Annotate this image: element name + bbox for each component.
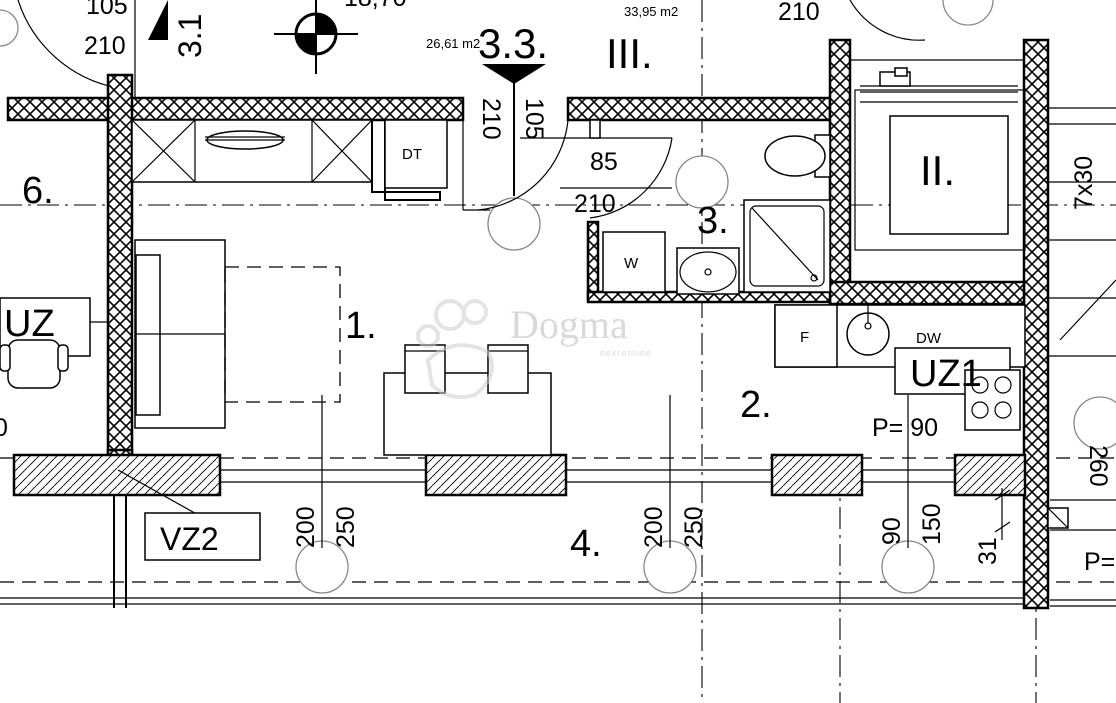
area-top-partial: 18,70 [344,0,407,12]
dim-250-b: 250 [680,506,708,548]
dim-200-a: 200 [292,506,320,548]
area-labels: 26,61 m2 33,95 m2 18,70 [344,0,678,51]
bathroom-fixtures [602,134,831,295]
label-p-partial: P= [1084,548,1115,576]
section-label-31: 3.1 [172,14,208,58]
room-label-4: 4. [570,523,602,565]
dim-200-b: 200 [640,506,668,548]
windows [12,453,1027,497]
dim-0-partial: 0 [0,414,8,442]
area-2661: 26,61 m2 [426,36,480,51]
room-label-1: 1. [345,305,377,347]
watermark-brand: Dogma [510,302,628,347]
label-f: F [800,329,809,346]
dt-closet [371,98,490,211]
dim-250-a: 250 [332,506,360,548]
room-label-ii: II. [920,147,955,194]
label-dt: DT [402,146,422,163]
label-vz2: VZ2 [160,521,219,557]
kitchen-counter [131,119,373,183]
dim-260: 260 [1084,445,1112,487]
label-p90: P= 90 [872,414,938,442]
axis-circles [0,0,1116,594]
area-3395: 33,95 m2 [624,4,678,19]
dim-85: 85 [590,148,618,176]
section-label-33: 3.3. [478,20,548,67]
dim-105-top-left: 105 [86,0,128,20]
label-w: W [624,255,639,272]
room-ii-furniture [850,59,1026,251]
living-furniture [134,239,909,548]
room-label-6: 6. [22,170,54,212]
dim-210-vertical: 210 [477,98,505,140]
room-label-3: 3. [697,200,729,242]
label-dw: DW [916,330,942,347]
watermark: Dogma nekretnine [416,299,652,399]
dim-7x30: 7x30 [1070,156,1098,210]
annotation-labels: VZ2 UZ UZ1 P= 90 P= DT DW W F [4,146,1115,576]
dim-31 [994,488,1011,540]
stairs [1047,107,1116,531]
room-label-iii: III. [606,30,653,77]
dimension-labels: 105 210 210 210 105 85 210 7x30 260 200 … [0,0,1112,565]
door-swings [477,90,673,219]
dim-210-top-right: 210 [778,0,820,26]
top-left-structure [17,0,926,98]
dim-210-horizontal: 210 [574,190,616,218]
dim-90: 90 [878,517,906,545]
room-labels: 6. 1. 2. 3. 4. II. III. 3.3. 3.1 [22,14,955,565]
watermark-tagline: nekretnine [600,348,652,358]
section-marker [148,0,546,108]
uz-chair [0,297,108,389]
dim-31: 31 [974,537,1002,565]
kitchen-appliances [774,304,1026,431]
label-uz: UZ [4,303,55,345]
dim-150: 150 [918,503,946,545]
dim-105-vertical: 105 [520,98,548,140]
dim-210-top-left: 210 [84,32,126,60]
label-uz1: UZ1 [910,353,982,395]
room-label-2: 2. [740,384,772,426]
